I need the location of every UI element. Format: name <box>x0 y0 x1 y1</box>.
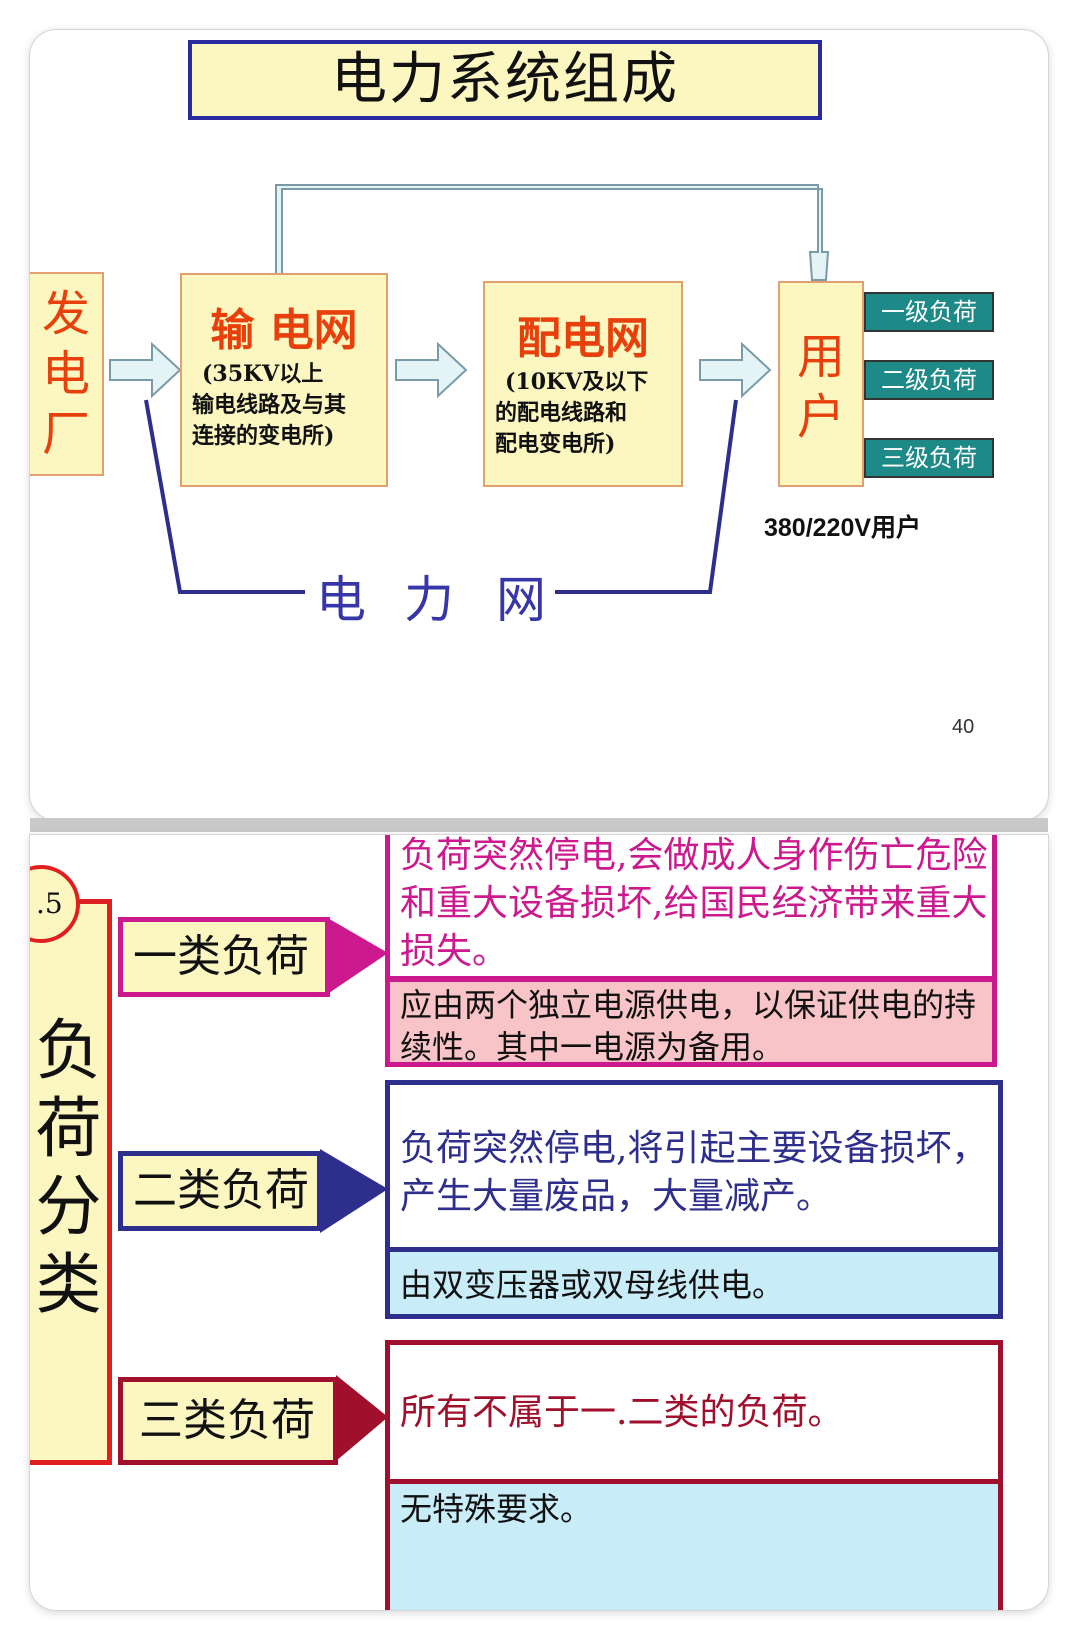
power-plant-box: 发 电 厂 <box>30 272 104 476</box>
user-char: 户 <box>796 389 845 445</box>
section-badge-text: .5 <box>36 887 63 920</box>
distribution-desc-3: 配电变电所) <box>495 431 616 457</box>
transmission-title: 输 电网 <box>210 305 358 356</box>
slide-divider <box>30 818 1048 832</box>
vertical-title-bar: 负 荷 分 类 <box>30 899 112 1465</box>
category-3-tag: 三类负荷 <box>118 1377 338 1465</box>
category-1-requirement-box: 应由两个独立电源供电，以保证供电的持续性。其中一电源为备用。 <box>385 977 997 1067</box>
transmission-desc-3: 连接的变电所) <box>192 423 335 449</box>
distribution-desc-2: 的配电线路和 <box>495 400 628 426</box>
arrow-distribution-to-user <box>699 341 772 399</box>
grid-label-char: 网 <box>496 571 546 629</box>
load-level-3: 三级负荷 <box>864 438 994 478</box>
category-2-tag: 二类负荷 <box>118 1151 322 1231</box>
arrow-transmission-to-distribution <box>395 341 468 399</box>
slide-power-system: 电力系统组成 发 电 厂 输 电网 (35KV以上 输电线路及与其 连接的变电所… <box>30 30 1048 820</box>
distribution-title: 配电网 <box>517 313 649 364</box>
power-plant-char: 电 <box>41 346 90 402</box>
grid-label-char: 电 <box>316 571 366 629</box>
vertical-title-char: 类 <box>35 1246 102 1323</box>
category-2-description-box: 负荷突然停电,将引起主要设备损坏，产生大量废品，大量减产。 <box>385 1080 1003 1252</box>
category-3-requirement-box: 无特殊要求。 <box>385 1479 1003 1610</box>
load-level-2: 二级负荷 <box>864 360 994 400</box>
transmission-desc-1: (35KV以上 <box>202 361 324 387</box>
vertical-title-char: 分 <box>35 1168 102 1245</box>
category-2-requirement: 由双变压器或双母线供电。 <box>400 1266 785 1304</box>
category-1-description-box: 负荷突然停电,会做成人身作伤亡危险和重大设备损坏,给国民经济带来重大损失。 <box>385 835 997 981</box>
category-1-tag: 一类负荷 <box>118 917 330 997</box>
user-char: 用 <box>796 329 845 385</box>
grid-label-char: 力 <box>404 571 454 629</box>
category-1-requirement: 应由两个独立电源供电，以保证供电的持续性。其中一电源为备用。 <box>400 986 977 1066</box>
category-3-description-box: 所有不属于一.二类的负荷。 <box>385 1340 1003 1484</box>
distribution-desc-1: (10KV及以下 <box>505 369 649 395</box>
category-2-description: 负荷突然停电,将引起主要设备损坏，产生大量废品，大量减产。 <box>400 1128 988 1217</box>
category-3-requirement: 无特殊要求。 <box>400 1490 593 1528</box>
transmission-desc-2: 输电线路及与其 <box>192 392 347 418</box>
vertical-title-char: 负 <box>35 1012 102 1089</box>
slide-load-classification: 负 荷 分 类 .5 一类负荷 负荷突然停电,会做成人身作伤亡危险和重大设备损坏… <box>30 835 1048 1610</box>
distribution-network-box: 配电网 (10KV及以下 的配电线路和 配电变电所) <box>483 281 683 487</box>
category-3-description: 所有不属于一.二类的负荷。 <box>400 1392 844 1433</box>
arrow-plant-to-transmission <box>109 341 182 399</box>
vertical-title-char: 荷 <box>35 1090 102 1167</box>
power-plant-char: 厂 <box>41 406 90 462</box>
category-2-requirement-box: 由双变压器或双母线供电。 <box>385 1247 1003 1319</box>
power-plant-char: 发 <box>41 286 90 342</box>
voltage-user-label: 380/220V用户 <box>764 514 922 542</box>
load-level-1: 一级负荷 <box>864 292 994 332</box>
user-box: 用 户 <box>778 281 864 487</box>
category-1-description: 负荷突然停电,会做成人身作伤亡危险和重大设备损坏,给国民经济带来重大损失。 <box>400 835 988 972</box>
page-number: 40 <box>952 716 975 738</box>
slide-title: 电力系统组成 <box>188 40 822 120</box>
transmission-network-box: 输 电网 (35KV以上 输电线路及与其 连接的变电所) <box>180 273 388 487</box>
